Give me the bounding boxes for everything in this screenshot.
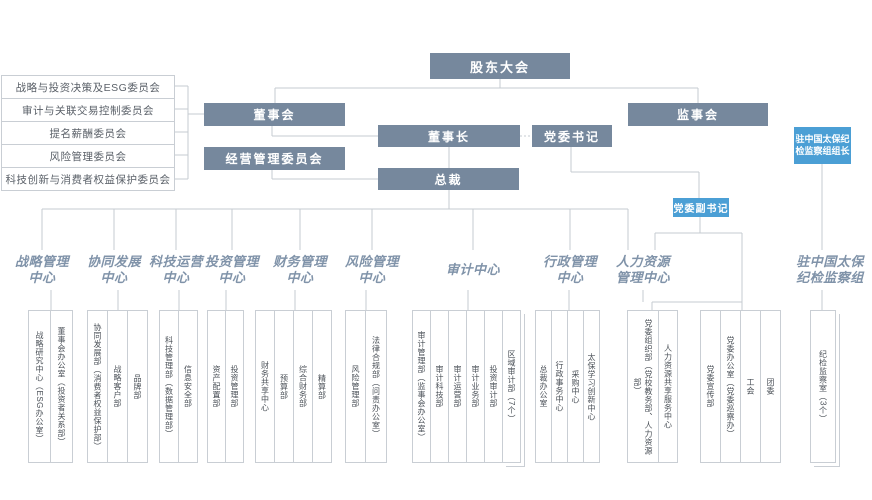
unit-box: 审计业务部 <box>466 310 485 463</box>
dept-label: 投资管理中心 <box>204 253 259 285</box>
node-shareholders-meeting: 股东大会 <box>430 53 570 79</box>
unit-box: 财务共享中心 <box>255 310 275 463</box>
node-board-of-directors: 董事会 <box>204 103 345 126</box>
unit-box: 党委宣传部 <box>700 310 721 463</box>
node-supervisory-board: 监事会 <box>628 103 768 126</box>
unit-box: 信息安全部 <box>178 310 198 463</box>
unit-box: 纪检监察室（3个） <box>810 310 836 463</box>
dept-label: 战略管理中心 <box>14 253 69 285</box>
dept-label: 协同发展中心 <box>86 253 141 285</box>
dept-label: 风险管理中心 <box>344 253 399 285</box>
unit-box: 行政事务中心 <box>551 310 568 463</box>
committee-item: 风险管理委员会 <box>1 144 175 168</box>
unit-box: 综合财务部 <box>293 310 313 463</box>
unit-box: 审计运营部 <box>448 310 467 463</box>
unit-box: 风险管理部 <box>345 310 366 463</box>
unit-box: 太保学习创新中心 <box>583 310 600 463</box>
unit-box: 资产配置部 <box>207 310 226 463</box>
dept-label: 人力资源管理中心 <box>615 253 670 285</box>
unit-box: 人力资源共享服务中心 <box>658 310 678 463</box>
unit-box: 精算部 <box>312 310 332 463</box>
unit-box: 工会 <box>740 310 761 463</box>
node-party-secretary: 党委书记 <box>532 125 612 147</box>
unit-box: 董事会办公室（投资者关系部） <box>50 310 73 463</box>
unit-box: 党委组织部（党校教务部、人力资源部） <box>627 310 659 463</box>
unit-box: 预算部 <box>274 310 294 463</box>
unit-box: 投资管理部 <box>225 310 244 463</box>
committee-item: 审计与关联交易控制委员会 <box>1 98 175 122</box>
committee-item: 提名薪酬委员会 <box>1 121 175 145</box>
dept-label: 财务管理中心 <box>272 253 327 285</box>
unit-box: 审计管理部（监事会办公室） <box>412 310 431 463</box>
unit-box: 区域审计部（7个） <box>502 310 521 463</box>
node-president: 总裁 <box>378 168 519 190</box>
dept-label: 审计中心 <box>445 261 500 277</box>
node-discipline-inspection-head: 驻中国太保纪检监察组组长 <box>794 127 851 164</box>
unit-box: 战略客户部 <box>107 310 128 463</box>
unit-box: 科技管理部（数据管理部） <box>159 310 179 463</box>
unit-box: 法律合规部（问责办公室） <box>365 310 387 463</box>
dept-label: 科技运营中心 <box>148 253 203 285</box>
node-management-committee: 经营管理委员会 <box>204 147 345 170</box>
unit-box: 总裁办公室 <box>535 310 552 463</box>
unit-box: 党委办公室（党委巡察办） <box>720 310 741 463</box>
node-deputy-party-secretary: 党委副书记 <box>673 198 729 217</box>
unit-box: 审计科技部 <box>430 310 449 463</box>
unit-box: 投资审计部 <box>484 310 503 463</box>
dept-label: 行政管理中心 <box>542 253 597 285</box>
dept-label: 驻中国太保纪检监察组 <box>796 253 864 285</box>
unit-box: 战略研究中心（ESG办公室） <box>28 310 51 463</box>
node-chairman: 董事长 <box>378 125 520 147</box>
unit-box: 品牌部 <box>127 310 148 463</box>
unit-box: 团委 <box>760 310 781 463</box>
unit-box: 协同发展部（消费者权益保护部） <box>87 310 108 463</box>
unit-box: 采购中心 <box>567 310 584 463</box>
committee-item: 科技创新与消费者权益保护委员会 <box>1 167 175 191</box>
committee-item: 战略与投资决策及ESG委员会 <box>1 75 175 99</box>
